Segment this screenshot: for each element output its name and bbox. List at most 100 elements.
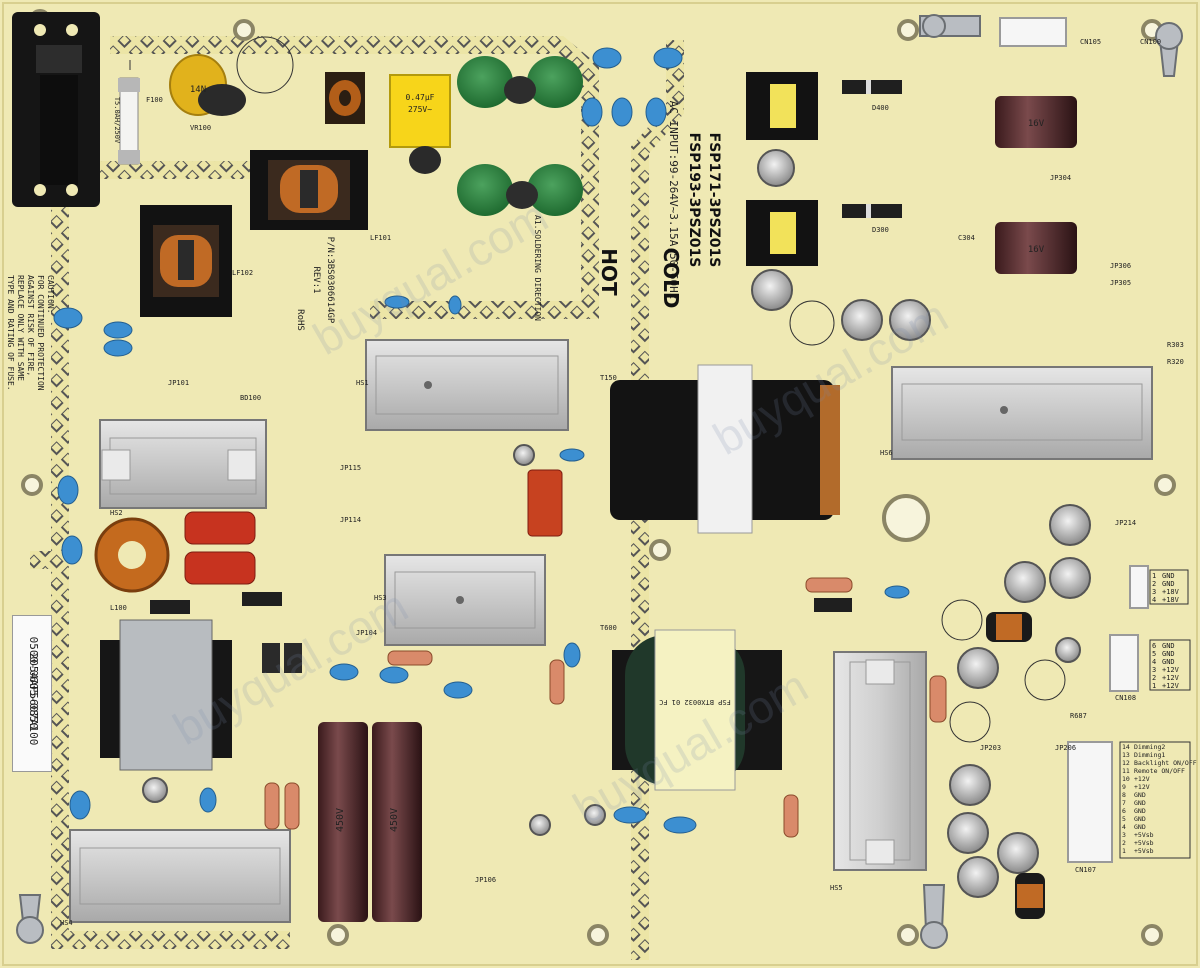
solder-direction: A1.SOLDERING DIRECTION	[533, 215, 542, 321]
cn103-row-3-no: 4	[1152, 658, 1156, 666]
cn102-row-1-no: 14	[1122, 743, 1130, 751]
line-filter-lf101	[250, 150, 368, 230]
isolation-hatch	[30, 36, 684, 960]
ref-jp206: JP206	[1055, 744, 1076, 752]
cn102-row-10-no: 5	[1122, 815, 1126, 823]
heatsink-vertical	[833, 651, 927, 871]
cn103-row-6-label: +12V	[1162, 682, 1180, 690]
aux-transformers	[746, 72, 818, 266]
ref-jp104: JP104	[356, 629, 377, 637]
ref-c304: C304	[958, 234, 975, 242]
zone-hot: HOT	[597, 248, 621, 296]
cn101-pin-table: 1 GND 2 GND 3 +18V 4 +18V	[1149, 569, 1189, 605]
screw-lugs	[16, 14, 1183, 949]
white-connectors	[999, 17, 1149, 863]
cn102-row-14-label: +5Vsb	[1134, 847, 1154, 855]
caution-block: CAUTION: FOR CONTINUED PROTECTION AGAINS…	[6, 275, 55, 391]
ref-jp106: JP106	[475, 876, 496, 884]
cn102-row-13-no: 2	[1122, 839, 1126, 847]
blue-y-caps	[53, 47, 910, 834]
bulk-capacitors: 450V 450V	[318, 722, 422, 922]
ref-f100: F100	[146, 96, 163, 104]
ref-cn107: CN107	[1075, 866, 1096, 874]
ref-bd100: BD100	[240, 394, 261, 402]
heatsink-left	[99, 419, 267, 509]
cn101-pin-1-label: GND	[1162, 572, 1175, 580]
toroid-coil	[94, 517, 170, 593]
ref-l100: L100	[110, 604, 127, 612]
ref-lf102: LF102	[232, 269, 253, 277]
ref-d400: D400	[872, 104, 889, 112]
serial-sticker: 0500-0605-0850 2054AF5607A100	[12, 615, 52, 772]
ref-hs3: HS3	[374, 594, 387, 602]
cn103-row-1-label: GND	[1162, 642, 1175, 650]
cn101-pin-3-label: +18V	[1162, 588, 1180, 596]
serial-line-2: 2054AF5607A100	[27, 652, 40, 746]
cn103-row-4-label: +12V	[1162, 666, 1180, 674]
x-capacitor: 0.47µF 275V~	[389, 74, 451, 174]
ref-jp203: JP203	[980, 744, 1001, 752]
svg-text:275V~: 275V~	[408, 105, 432, 114]
ref-vr100: VR100	[190, 124, 211, 132]
cn103-row-6-no: 1	[1152, 682, 1156, 690]
cn102-row-4-no: 11	[1122, 767, 1130, 775]
cn102-row-6-label: +12V	[1134, 783, 1150, 791]
caution-line-5: TYPE AND RATING OF FUSE.	[6, 275, 15, 391]
cn101-pin-4-label: +18V	[1162, 596, 1180, 604]
cn101-pin-4-no: 4	[1152, 596, 1156, 604]
cn102-row-3-label: Backlight ON/OFF	[1134, 759, 1197, 767]
bulk-cap-2-label: 450V	[389, 808, 400, 832]
output-capacitors-brown: 16V 16V	[995, 96, 1077, 274]
cn101-pin-1-no: 1	[1152, 572, 1156, 580]
ref-jp214: JP214	[1115, 519, 1136, 527]
caution-line-4: REPLACE ONLY WITH SAME	[16, 275, 25, 381]
cn102-row-10-label: GND	[1134, 815, 1146, 823]
line-filter-lf102	[140, 205, 232, 317]
ref-t150: T150	[600, 374, 617, 382]
main-transformer-t150	[610, 364, 840, 534]
svg-text:14N: 14N	[190, 85, 206, 95]
green-disks	[457, 56, 583, 216]
output-cap-1-label: 16V	[1028, 119, 1045, 129]
transformer-t600: FSP BTX0032 01 FC	[612, 629, 782, 791]
ref-jp304: JP304	[1050, 174, 1071, 182]
small-inductors	[986, 612, 1045, 919]
fuse-rating: T5.0AH/250V	[113, 97, 121, 144]
cn102-row-7-label: GND	[1134, 791, 1146, 799]
heatsink-top-center	[365, 339, 569, 431]
cn102-row-12-no: 3	[1122, 831, 1126, 839]
cn103-row-4-no: 3	[1152, 666, 1156, 674]
cn102-row-2-no: 13	[1122, 751, 1130, 759]
cn103-row-1-no: 6	[1152, 642, 1156, 650]
cn102-row-13-label: +5Vsb	[1134, 839, 1154, 847]
ref-hs6: HS6	[880, 449, 893, 457]
cn102-row-7-no: 8	[1122, 791, 1126, 799]
cn102-pin-table: 14 Dimming2 13 Dimming1 12 Backlight ON/…	[1119, 741, 1197, 859]
cn102-row-12-label: +5Vsb	[1134, 831, 1154, 839]
ref-cn108: CN108	[1115, 694, 1136, 702]
cn101-pin-2-label: GND	[1162, 580, 1175, 588]
ref-r303: R303	[1167, 341, 1184, 349]
caution-line-1: CAUTION:	[46, 275, 55, 314]
cn102-row-11-label: GND	[1134, 823, 1146, 831]
ref-cn105: CN105	[1080, 38, 1101, 46]
output-cap-2-label: 16V	[1028, 245, 1045, 255]
heatsink-bottom-left	[69, 829, 291, 923]
varistor: 14N	[169, 54, 246, 116]
caution-line-2: FOR CONTINUED PROTECTION	[36, 275, 45, 391]
cn102-row-9-no: 6	[1122, 807, 1126, 815]
ref-jp305: JP305	[1110, 279, 1131, 287]
diodes	[150, 80, 902, 614]
cn103-row-2-label: GND	[1162, 650, 1175, 658]
revision: REV:1	[311, 266, 321, 293]
ref-hs1: HS1	[356, 379, 369, 387]
transformer-label: FSP BTX0032 01 FC	[659, 698, 731, 706]
ref-hs2: HS2	[110, 509, 123, 517]
model-primary: FSP171-3PSZ01S	[706, 133, 722, 268]
cn102-row-5-no: 10	[1122, 775, 1130, 783]
coil-small	[325, 72, 365, 124]
cn102-row-8-label: GND	[1134, 799, 1146, 807]
heatsink-mid	[384, 554, 546, 646]
ref-jp101: JP101	[168, 379, 189, 387]
